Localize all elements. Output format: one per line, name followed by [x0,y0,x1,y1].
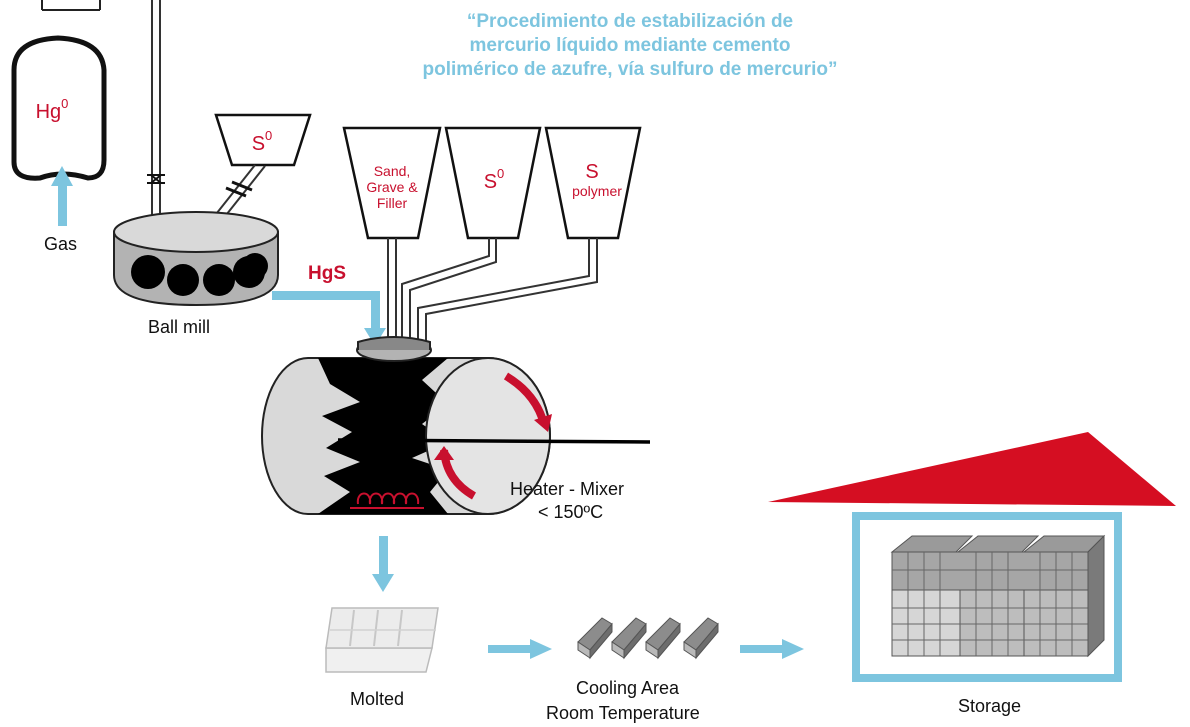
heater-mixer-label: Heater - Mixer [510,479,624,499]
hg-tank-label: Hg0 [36,96,69,123]
hopper-pipes [387,238,598,342]
heater-temperature-label: < 150ºC [538,502,603,522]
room-temperature-label: Room Temperature [546,703,700,723]
cooling-bars [577,617,719,660]
hgs-arrow [272,291,386,346]
ball-mill-label: Ball mill [148,317,210,337]
gas-arrow [51,166,73,226]
hopper-sand: Sand, Grave & Filler [342,126,442,240]
hopper-sand-line1: Sand, [374,163,411,179]
arrow-to-molted [372,536,394,592]
hopper-spolymer: S polymer [544,126,642,240]
title-line-3: polimérico de azufre, vía sulfuro de mer… [423,59,838,80]
molted-tray [325,607,439,673]
hopper-s0-label: S0 [484,166,505,193]
molted-label: Molted [350,689,404,709]
title-line-1: “Procedimiento de estabilización de [467,11,793,32]
hopper-spolymer-line1: S [585,161,598,183]
heater-mixer [261,336,651,515]
title-line-2: mercurio líquido mediante cemento [470,35,791,56]
hopper-sand-line3: Filler [377,195,408,211]
cooling-area-label: Cooling Area [576,678,680,698]
hopper-s0-small-label: S0 [252,128,273,155]
gas-label: Gas [44,234,77,254]
hopper-sand-line2: Grave & [366,179,418,195]
hgs-label: HgS [308,263,346,284]
storage-building [768,432,1176,682]
hopper-s0: S0 [444,126,542,240]
arrow-to-cooling [488,639,552,659]
ball-mill [113,211,279,307]
feed-pipe [147,0,165,228]
hg-tank: Hg0 [11,0,107,181]
hopper-spolymer-line2: polymer [572,183,622,199]
storage-label: Storage [958,696,1021,716]
storage-blocks [890,534,1106,658]
arrow-to-storage [740,639,804,659]
